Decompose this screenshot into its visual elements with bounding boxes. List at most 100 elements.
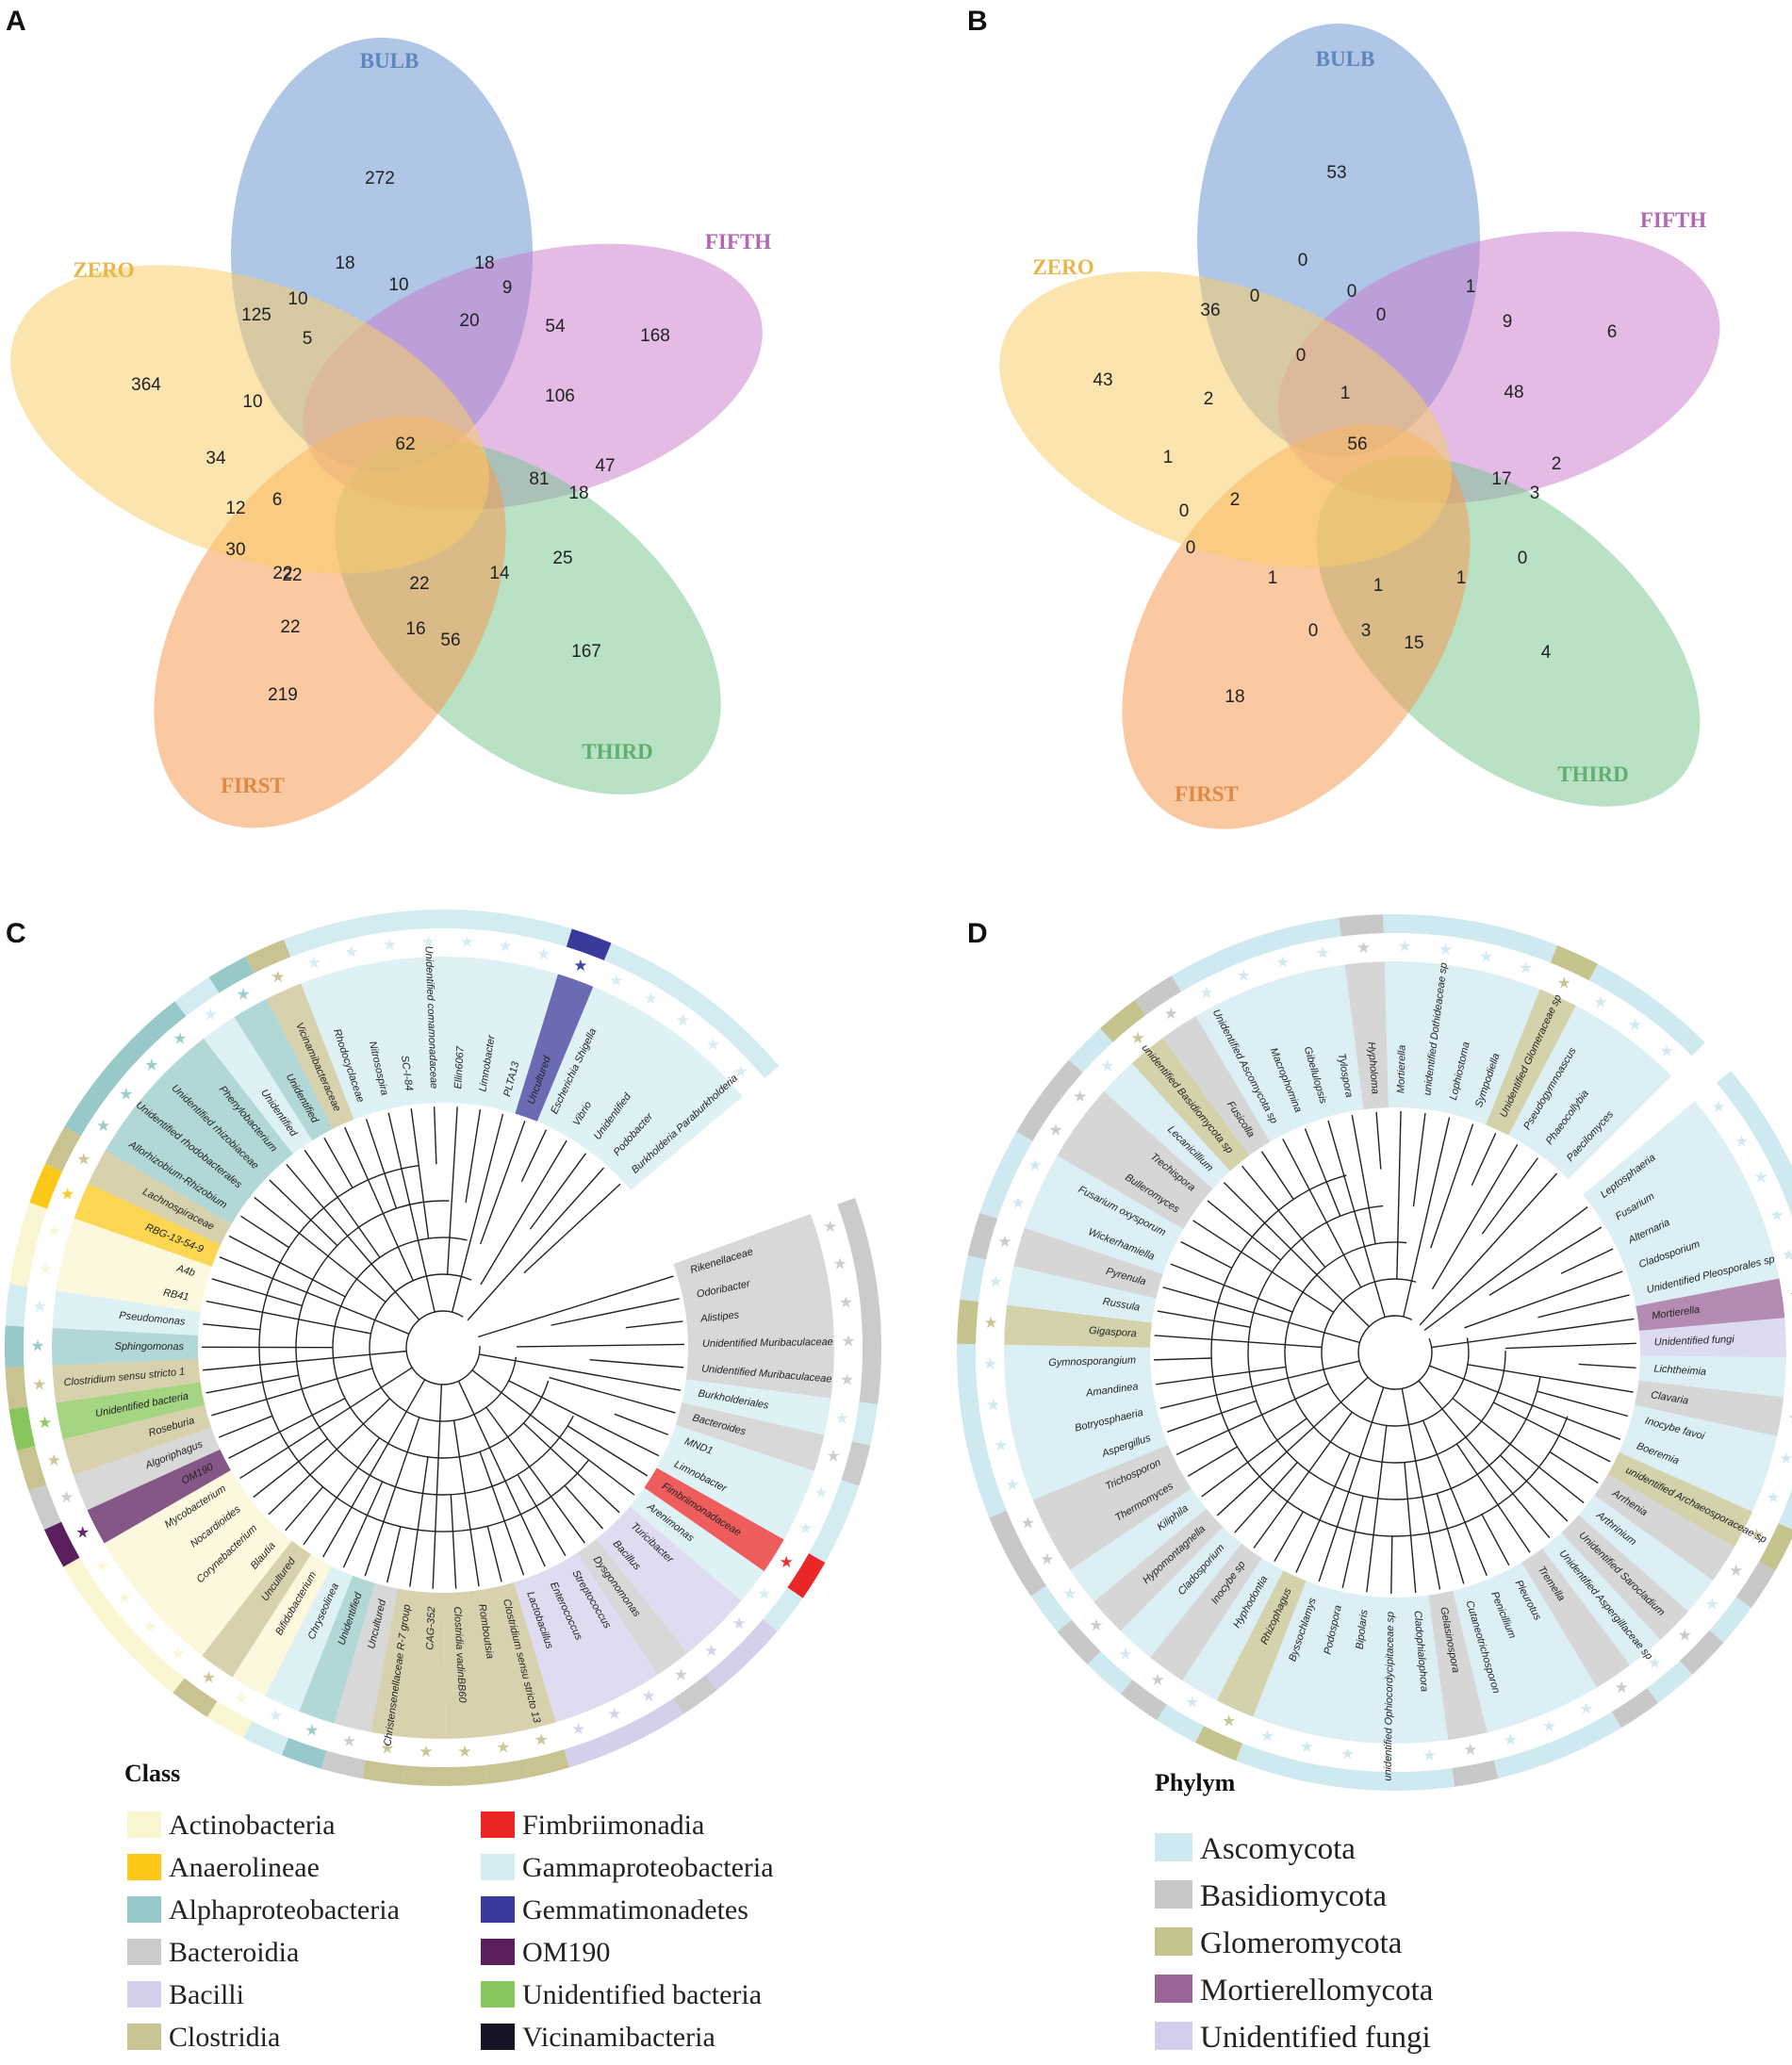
venn-count: 1 (1466, 277, 1476, 297)
branch (1167, 1400, 1257, 1433)
branch (1481, 1157, 1539, 1235)
star-icon: ★ (1615, 1679, 1629, 1696)
venn-count: 0 (1376, 305, 1387, 325)
branch (295, 1200, 574, 1496)
star-icon: ★ (814, 1483, 828, 1501)
branch (342, 1481, 384, 1568)
venn-count: 30 (225, 540, 245, 560)
star-icon: ★ (96, 1117, 110, 1135)
clade-background (490, 1582, 556, 1731)
branch (1418, 1380, 1551, 1539)
star-icon: ★ (983, 1355, 997, 1373)
tree-branches (201, 1106, 684, 1589)
leaf-label: Unidentified fungi (1654, 1334, 1735, 1348)
clade-background (125, 1090, 259, 1205)
branch (211, 1368, 373, 1417)
clade-background (614, 1506, 742, 1629)
legend-label: Unidentified fungi (1200, 2021, 1431, 2055)
clade-background (515, 974, 594, 1122)
branch (386, 1526, 402, 1583)
star-icon: ★ (1439, 941, 1453, 959)
branch (1429, 1365, 1621, 1440)
star-icon: ★ (798, 1519, 813, 1537)
clade-background (56, 1382, 206, 1440)
clade-background (336, 962, 400, 1112)
clade-background (104, 1470, 244, 1575)
clade-background (203, 1017, 313, 1155)
class-ring-segment (1057, 1619, 1101, 1665)
clade-background (267, 983, 354, 1129)
panel-label-c: C (6, 918, 26, 949)
leaf-label: A4b (174, 1263, 196, 1279)
venn-count: 17 (1491, 469, 1511, 489)
branch (239, 1367, 413, 1480)
branch (1436, 1493, 1465, 1584)
clade-background (1004, 1304, 1152, 1348)
venn-count: 0 (1298, 251, 1308, 270)
clade-background (1428, 1590, 1488, 1741)
branch (409, 1456, 429, 1587)
venn-count: 18 (474, 254, 494, 273)
branch (564, 1484, 603, 1530)
venn-count: 15 (1404, 633, 1423, 653)
panel-label-d: D (967, 918, 988, 949)
clade-background (1253, 1581, 1330, 1729)
star-icon: ★ (994, 1436, 1008, 1454)
star-icon: ★ (1381, 1747, 1395, 1765)
class-ring-segment (1679, 1630, 1724, 1675)
star-icon: ★ (1779, 1450, 1792, 1467)
branch (471, 1369, 635, 1496)
legend-label: Clostridia (169, 2022, 280, 2053)
star-icon: ★ (1356, 939, 1371, 957)
class-ring-segment (487, 911, 532, 938)
venn-count: 25 (552, 549, 572, 568)
branch (254, 1196, 386, 1303)
venn-count: 56 (440, 631, 460, 650)
class-ring-segment (208, 956, 255, 993)
clade-background (558, 1002, 660, 1144)
branch (479, 1353, 682, 1391)
branch (1304, 1128, 1341, 1217)
star-icon: ★ (607, 1705, 621, 1723)
clade-background (1634, 1380, 1784, 1436)
venn-count: 54 (545, 317, 566, 336)
class-ring-segment (566, 928, 612, 961)
venn-set-zero (10, 265, 489, 574)
venn-count: 3 (1361, 621, 1372, 641)
branch (1351, 1114, 1376, 1245)
venn-count: 6 (1607, 322, 1618, 342)
branch (206, 1300, 371, 1335)
legend-swatch (127, 2024, 161, 2050)
star-icon: ★ (1131, 1029, 1145, 1047)
class-ring-segment (1087, 1650, 1133, 1695)
clade-background (1049, 1467, 1192, 1570)
branch (1404, 1462, 1417, 1594)
star-icon: ★ (234, 1689, 248, 1707)
branch (1321, 1278, 1470, 1427)
clade-background (1561, 1515, 1688, 1640)
branch (1403, 1117, 1451, 1318)
class-ring-segment (564, 1735, 610, 1768)
venn-count: 18 (1225, 687, 1244, 707)
star-icon: ★ (832, 1255, 847, 1273)
class-ring-segment (672, 1675, 717, 1714)
star-icon: ★ (780, 1553, 794, 1571)
clade-background (1594, 1474, 1734, 1581)
branch (523, 1183, 621, 1274)
legend-swatch (1155, 1833, 1192, 1861)
legend-label: Unidentified bacteria (522, 1979, 762, 2010)
star-icon: ★ (237, 985, 251, 1003)
clade-background (666, 1425, 814, 1506)
branch (258, 1165, 589, 1532)
clade-background (1413, 962, 1464, 1112)
clade-background (52, 1358, 201, 1403)
venn-count: 22 (282, 565, 302, 585)
branch (486, 1526, 502, 1582)
branch (1241, 1165, 1326, 1269)
class-ring-segment (1321, 1765, 1368, 1790)
star-icon: ★ (1754, 1169, 1768, 1187)
legend-label: Actinobacteria (169, 1810, 336, 1841)
clade-background (1627, 1404, 1778, 1475)
venn-label-first: FIRST (1175, 782, 1239, 806)
class-ring-segment (5, 1325, 25, 1368)
